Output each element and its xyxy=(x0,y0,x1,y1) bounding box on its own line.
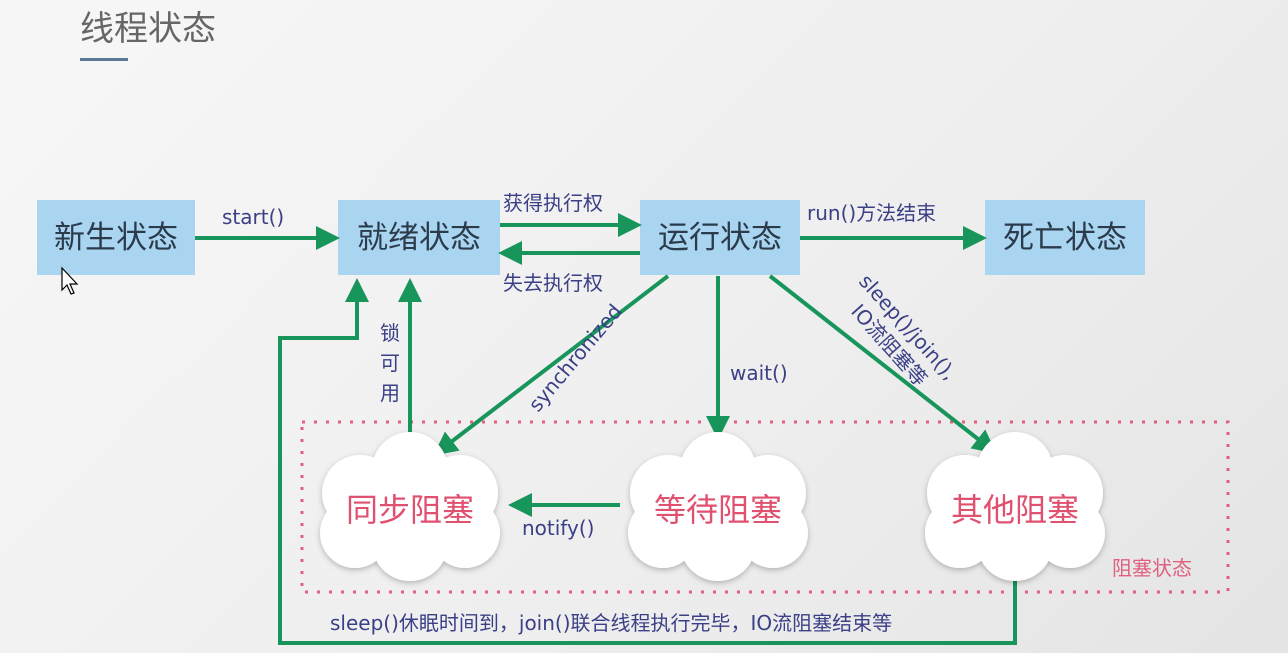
blocked-group-label: 阻塞状态 xyxy=(1112,556,1192,580)
svg-text:等待阻塞: 等待阻塞 xyxy=(654,491,782,529)
label-lock-2: 可 xyxy=(380,351,400,375)
label-get-cpu: 获得执行权 xyxy=(503,191,603,215)
state-running: 运行状态 xyxy=(640,200,800,275)
label-wait: wait() xyxy=(730,361,788,385)
page-title: 线程状态 xyxy=(80,9,216,49)
blocked-wait: 等待阻塞 xyxy=(628,432,808,581)
mouse-cursor-icon xyxy=(61,266,79,295)
label-synchronized: synchronized xyxy=(523,299,626,416)
svg-text:同步阻塞: 同步阻塞 xyxy=(346,491,474,529)
blocked-sync: 同步阻塞 xyxy=(320,432,500,581)
arrow-return-ready xyxy=(278,278,1017,645)
arrow-sleep xyxy=(768,274,997,454)
blocked-group-border xyxy=(300,420,1230,594)
blocked-other: 其他阻塞 xyxy=(925,432,1105,581)
label-lock-1: 锁 xyxy=(380,321,400,345)
label-start: start() xyxy=(222,205,284,229)
svg-text:运行状态: 运行状态 xyxy=(658,220,782,256)
arrow-synchronized xyxy=(433,274,670,456)
label-run-end: run()方法结束 xyxy=(807,201,936,225)
title-underline xyxy=(80,58,128,61)
label-return: sleep()休眠时间到，join()联合线程执行完毕，IO流阻塞结束等 xyxy=(330,611,892,635)
state-ready: 就绪状态 xyxy=(338,200,500,275)
label-lose-cpu: 失去执行权 xyxy=(503,271,603,295)
svg-text:新生状态: 新生状态 xyxy=(54,220,178,256)
state-dead: 死亡状态 xyxy=(985,200,1145,275)
label-notify: notify() xyxy=(522,516,594,540)
state-new: 新生状态 xyxy=(37,200,195,275)
svg-text:其他阻塞: 其他阻塞 xyxy=(951,491,1079,529)
label-lock-3: 用 xyxy=(380,381,400,405)
svg-text:就绪状态: 就绪状态 xyxy=(357,220,481,256)
svg-text:死亡状态: 死亡状态 xyxy=(1003,220,1127,256)
